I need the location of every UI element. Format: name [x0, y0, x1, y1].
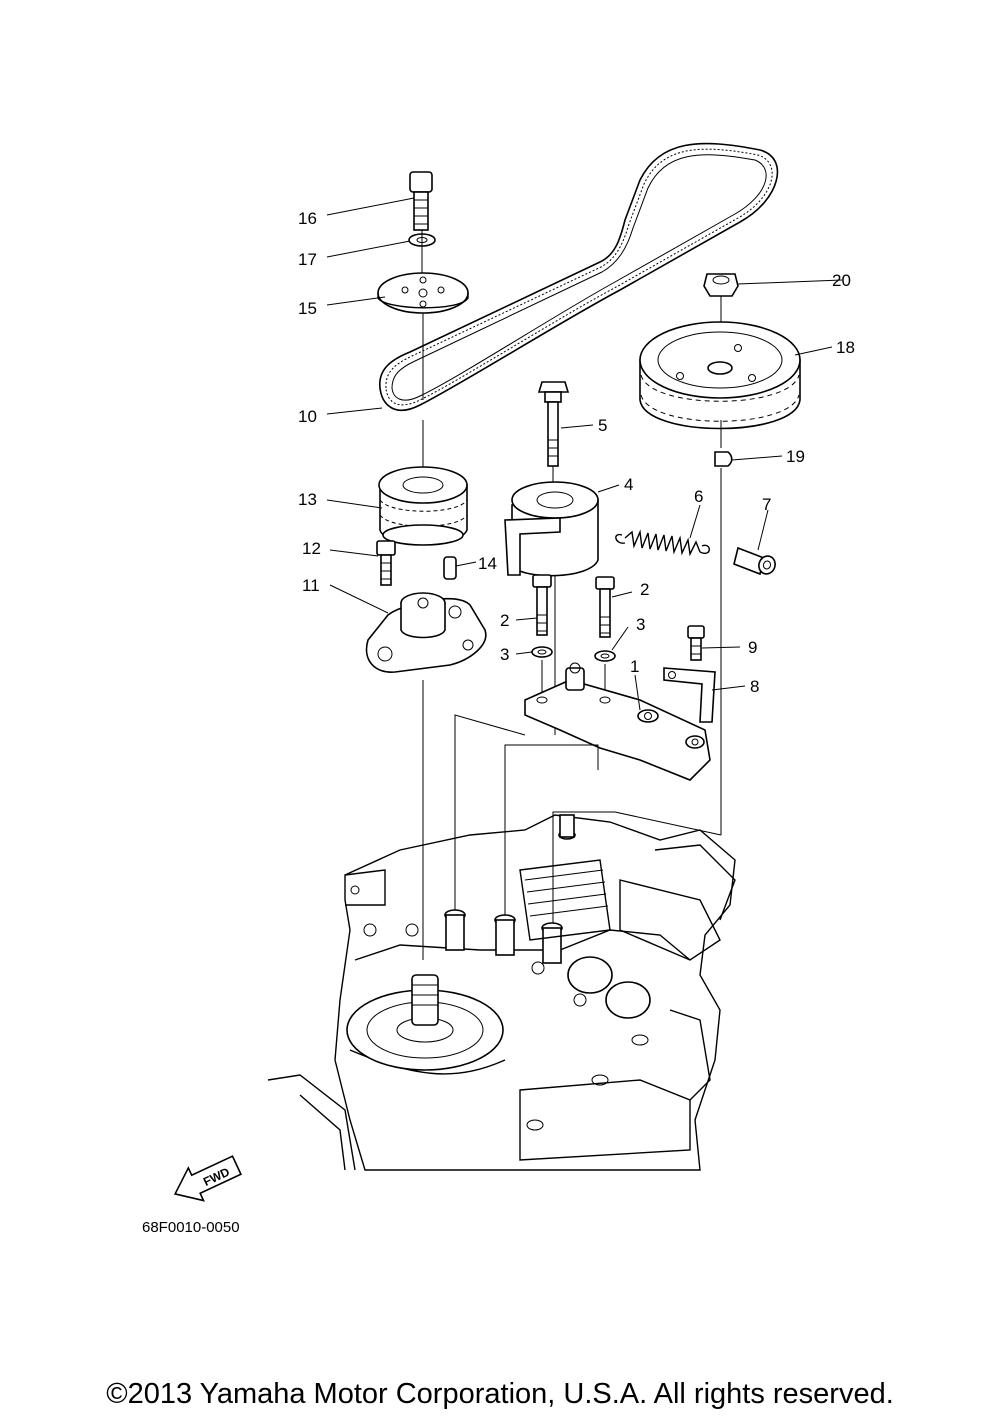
callout-1: 1 — [630, 657, 639, 676]
bracket-11 — [365, 592, 487, 673]
callout-15: 15 — [298, 299, 317, 318]
callout-18: 18 — [836, 338, 855, 357]
washer-3-left — [531, 646, 553, 658]
bolt-2-left — [532, 574, 552, 636]
callouts: 16 17 15 10 13 12 11 14 5 4 6 7 20 18 19… — [298, 209, 855, 696]
callout-11: 11 — [302, 576, 320, 595]
callout-2-left: 2 — [500, 611, 509, 630]
washer-3-right — [594, 650, 616, 662]
crank-pulley-13 — [378, 466, 468, 546]
callout-4: 4 — [624, 475, 633, 494]
callout-13: 13 — [298, 490, 317, 509]
base-bracket-1 — [524, 662, 711, 781]
bolt-9 — [687, 625, 705, 661]
dowel-14 — [443, 556, 457, 580]
bolt-5 — [537, 381, 570, 467]
bolt-12 — [376, 540, 396, 586]
fwd-arrow-icon: FWD — [173, 1155, 243, 1202]
bolt-16 — [409, 171, 433, 231]
callout-10: 10 — [298, 407, 317, 426]
callout-2-right: 2 — [640, 580, 649, 599]
plate-15 — [377, 272, 469, 314]
diagram-code: 68F0010-0050 — [142, 1219, 240, 1236]
collar-7 — [733, 546, 776, 576]
engine-block — [267, 814, 736, 1171]
callout-6: 6 — [694, 487, 703, 506]
callout-12: 12 — [302, 539, 321, 558]
callout-3-right: 3 — [636, 615, 645, 634]
timing-belt — [379, 142, 779, 412]
callout-16: 16 — [298, 209, 317, 228]
callout-19: 19 — [786, 447, 805, 466]
callout-5: 5 — [598, 416, 607, 435]
nut-20 — [703, 273, 739, 297]
callout-14: 14 — [478, 554, 497, 573]
spring-6 — [615, 529, 710, 557]
driven-pulley-18 — [639, 321, 801, 430]
callout-8: 8 — [750, 677, 759, 696]
tensioner-4 — [504, 481, 599, 577]
copyright-notice: ©2013 Yamaha Motor Corporation, U.S.A. A… — [106, 1378, 894, 1410]
leader-lines — [326, 197, 843, 711]
callout-7: 7 — [762, 495, 771, 514]
callout-20: 20 — [832, 271, 851, 290]
bolt-2-right — [595, 576, 615, 638]
callout-9: 9 — [748, 638, 757, 657]
callout-17: 17 — [298, 250, 317, 269]
callout-3-left: 3 — [500, 645, 509, 664]
key-19 — [714, 451, 733, 467]
plate-8 — [663, 667, 716, 723]
